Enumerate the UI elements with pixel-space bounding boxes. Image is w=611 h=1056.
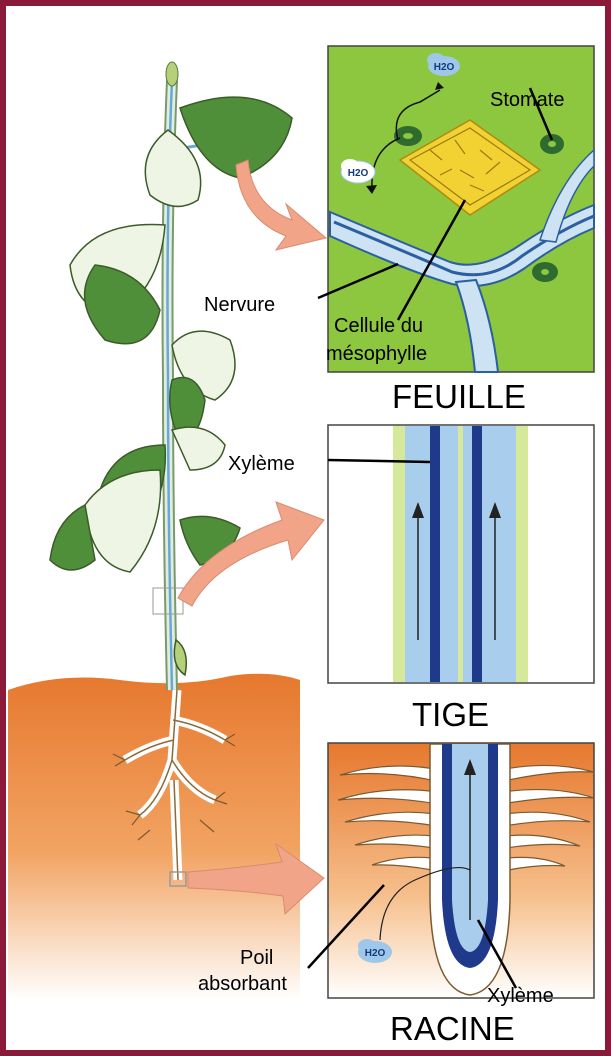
label-poil-line1: Poil	[240, 947, 273, 969]
panel-tige	[328, 425, 594, 683]
label-cellule-line2: mésophylle	[326, 343, 427, 365]
label-poil-line2: absorbant	[198, 973, 287, 995]
label-cellule-line1: Cellule du	[334, 315, 423, 337]
label-nervure: Nervure	[204, 294, 275, 316]
label-tige: TIGE	[412, 696, 489, 733]
h2o-label-root: H2O	[365, 948, 386, 959]
label-stomate: Stomate	[490, 89, 564, 111]
label-feuille: FEUILLE	[392, 378, 526, 415]
label-xyleme-racine: Xylème	[487, 985, 554, 1007]
h2o-label-left: H2O	[348, 168, 369, 179]
label-xyleme-tige: Xylème	[228, 453, 295, 475]
label-racine: RACINE	[390, 1010, 515, 1047]
h2o-label-top: H2O	[434, 62, 455, 73]
arrow-to-feuille	[236, 160, 326, 250]
